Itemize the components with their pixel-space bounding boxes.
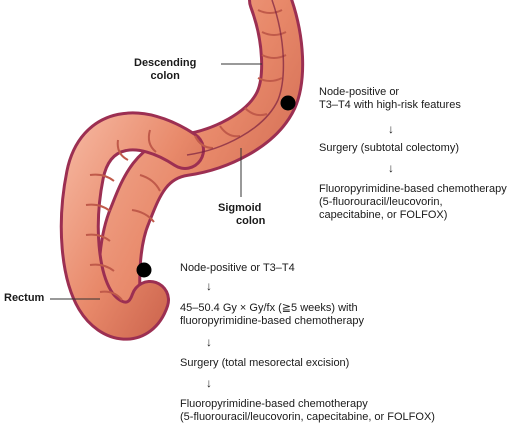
colon-left-loop — [62, 114, 202, 338]
rectal-arrow-1: ↓ — [206, 279, 212, 293]
sigmoid-colon-label-line1: Sigmoid — [218, 202, 262, 214]
colon-tumor-marker — [280, 95, 296, 111]
haustral-fold — [139, 174, 161, 192]
haustral-fold — [244, 107, 268, 117]
colon-arrow-2: ↓ — [388, 161, 394, 175]
rectum-label: Rectum — [4, 292, 45, 304]
descending-colon-label-line2: colon — [150, 70, 180, 82]
haustral-fold — [89, 263, 115, 272]
rectal-chemoradiation-line1: 45–50.4 Gy × Gy/fx (≧5 weeks) with — [180, 302, 358, 314]
rectal-chemo-line1: Fluoropyrimidine-based chemotherapy — [180, 398, 368, 410]
haustral-fold — [147, 129, 157, 153]
rectal-tumor-marker — [136, 262, 152, 278]
descending-colon-label-line1: Descending — [134, 57, 197, 69]
haustral-fold — [194, 135, 214, 149]
rectal-chemoradiation-line2: fluoropyrimidine-based chemotherapy — [180, 315, 365, 327]
sigmoid-colon-label: Sigmoid colon — [218, 202, 265, 228]
rectal-chemo-line2: (5-fluorouracil/leucovorin, capecitabine… — [180, 411, 435, 423]
haustral-fold — [99, 290, 123, 301]
sigmoid-colon-label-line2: colon — [236, 215, 266, 227]
colon-chemo-line3: capecitabine, or FOLFOX) — [319, 209, 448, 221]
rectal-step-chemoradiation: 45–50.4 Gy × Gy/fx (≧5 weeks) with fluor… — [180, 302, 364, 328]
colon-step-surgery: Surgery (subtotal colectomy) — [319, 142, 459, 154]
haustral-fold — [116, 139, 129, 161]
rectal-arrow-3: ↓ — [206, 376, 212, 390]
mesenteric-line — [186, 0, 285, 156]
haustral-fold — [257, 9, 283, 14]
haustral-fold — [257, 77, 283, 82]
colon-step-indication: Node-positive or T3–T4 with high-risk fe… — [319, 86, 461, 112]
haustral-fold — [89, 173, 115, 182]
haustral-folds — [85, 9, 287, 301]
rectal-step-chemotherapy: Fluoropyrimidine-based chemotherapy (5-f… — [180, 398, 435, 424]
colon-step-chemotherapy: Fluoropyrimidine-based chemotherapy (5-f… — [319, 183, 507, 222]
colon-step-indication-line2: T3–T4 with high-risk features — [319, 99, 461, 111]
descending-colon-label: Descending colon — [134, 57, 196, 83]
colon-step-indication-line1: Node-positive or — [319, 86, 400, 98]
haustral-fold — [219, 125, 241, 138]
rectal-arrow-2: ↓ — [206, 335, 212, 349]
colon-chemo-line2: (5-fluorouracil/leucovorin, — [319, 196, 443, 208]
rectal-step-surgery: Surgery (total mesorectal excision) — [180, 357, 350, 369]
colon-arrow-1: ↓ — [388, 122, 394, 136]
haustral-fold — [261, 31, 287, 36]
rectal-step-indication: Node-positive or T3–T4 — [180, 262, 295, 274]
haustral-fold — [131, 209, 155, 223]
colon-chemo-line1: Fluoropyrimidine-based chemotherapy — [319, 183, 507, 195]
haustral-fold — [85, 203, 111, 212]
haustral-fold — [261, 54, 287, 59]
haustral-fold — [85, 233, 111, 242]
